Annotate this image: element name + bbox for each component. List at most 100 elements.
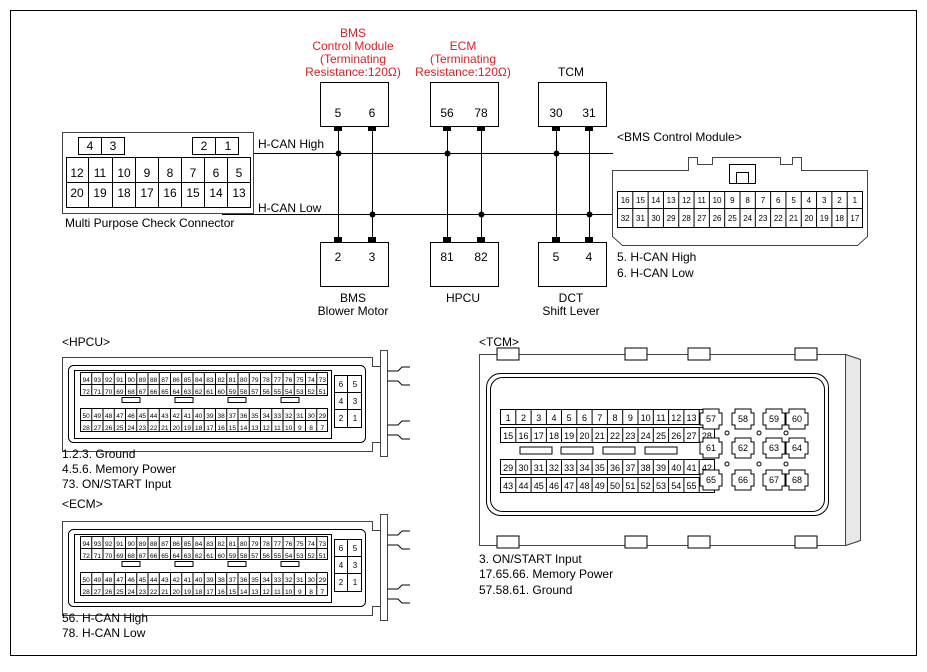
hpcu-pin: 25 [116,425,124,432]
hpcu-pin: 80 [240,377,248,384]
blower-title-2: Blower Motor [318,304,389,318]
hpcu-pin: 20 [172,425,180,432]
bms-title-3: (Terminating [320,52,386,66]
tcm-big-pin: 59 [769,414,779,424]
hpcu-pin: 45 [139,413,147,420]
mpc-pin: 15 [186,186,200,200]
hpcu-pin: 41 [184,413,192,420]
bms-connector-pin: 5 [791,196,796,205]
hpcu-pin: 71 [94,389,102,396]
bms-connector-pin: 24 [743,214,752,223]
hpcu-pin: 60 [217,389,225,396]
ecm-pin: 47 [116,577,124,584]
hpcu-pin: 63 [184,389,192,396]
hpcu-pin: 23 [139,425,147,432]
bms-control-module: BMS Control Module (Terminating Resistan… [305,26,401,127]
ecm-pin: 8 [309,589,313,596]
mpc-pin: 8 [167,166,174,180]
ecm-side-pin: 4 [339,561,344,570]
hpcu-pin: 69 [116,389,124,396]
tcm-big-pin: 61 [706,443,716,453]
hpcu-pin: 76 [285,377,293,384]
ecm-side-pin: 5 [353,544,358,553]
hpcu-pin: 89 [139,377,147,384]
tcm-pin: 24 [641,431,651,441]
tcm-pin: 16 [518,431,528,441]
bms-connector-pin: 32 [621,214,630,223]
tcm-pin: 31 [534,463,544,473]
hpcu-pin: 17 [206,425,214,432]
ecm-side-pin: 3 [353,561,358,570]
tcm-pin: 48 [579,481,589,491]
hpcu-pin: 64 [172,389,180,396]
bms-connector-title: <BMS Control Module> [617,130,742,144]
ecm-pin: 34 [262,577,270,584]
ecm-pin: 28 [82,589,90,596]
tcm-pin: 44 [518,481,528,491]
hpcu-pin: 53 [296,389,304,396]
ecm-pin: 31 [296,577,304,584]
hpcu-pin: 49 [94,413,102,420]
hpcu-pin: 38 [217,413,225,420]
hpcu-pin: 65 [161,389,169,396]
mpc-pin: 4 [87,139,94,153]
tcm-pin: 22 [610,431,620,441]
bms-note-2: 6. H-CAN Low [617,266,694,280]
ecm-pin: 21 [161,589,169,596]
ecm-pin: 19 [184,589,192,596]
hpcu-pin: 51 [319,389,327,396]
tcm-pin: 40 [671,463,681,473]
ecm-pin: 84 [195,541,203,548]
ecm-side-pin: 6 [339,544,344,553]
hpcu-pin: 82 [217,377,225,384]
hpcu-pin: 26 [105,425,113,432]
hpcu-pin: 56 [262,389,270,396]
tcm-pin: 49 [595,481,605,491]
hpcu-pin: 18 [195,425,203,432]
mpc-pin: 20 [70,186,84,200]
hpcu-module: 81 82 HPCU [430,242,499,305]
tcm-pin: 20 [579,431,589,441]
bms-connector-pin: 21 [789,214,798,223]
tcm-pin: 18 [549,431,559,441]
ecm-pin: 24 [127,589,135,596]
hpcu-pin: 21 [161,425,169,432]
tcm-pin: 3 [536,413,541,423]
ecm-pin: 15 [229,589,237,596]
ecm-pin: 86 [172,541,180,548]
bms-connector-face: <BMS Control Module> 1632153114301329122… [612,130,868,246]
tcm-pin: 7 [597,413,602,423]
dct-shift-lever: 5 4 DCT Shift Lever [538,242,607,318]
tcm-pin: 52 [641,481,651,491]
ecm-pin: 22 [150,589,158,596]
ecm-module: ECM (Terminating Resistance:120Ω) 56 78 [415,39,511,127]
hpcu-pin: 50 [82,413,90,420]
tcm-pin: 47 [564,481,574,491]
ecm-pin: 51 [319,553,327,560]
ecm-pin: 78 [262,541,270,548]
bms-connector-pin: 26 [713,214,722,223]
tcm-big-pin: 62 [738,443,748,453]
ecm-box [430,82,499,127]
mpc-pin: 19 [93,186,107,200]
tcm-title: TCM [558,65,584,79]
tcm-pin: 9 [628,413,633,423]
bms-connector-pin: 18 [835,214,844,223]
h-can-low-label: H-CAN Low [258,201,322,215]
tcm-pin: 25 [656,431,666,441]
bms-connector-pin: 25 [728,214,737,223]
ecm-pin: 20 [172,589,180,596]
hpcu-pin: 33 [274,413,282,420]
hpcu-pin: 8 [309,425,313,432]
hpcu-pin: 12 [262,425,270,432]
hpcu-note-2: 4.5.6. Memory Power [62,462,176,476]
dct-pin-5: 5 [553,250,560,264]
tcm-pin: 30 [518,463,528,473]
ecm-pin: 50 [82,577,90,584]
hpcu-note-3: 73. ON/START Input [62,477,172,491]
hpcu-pin: 37 [229,413,237,420]
ecm-pin: 72 [82,553,90,560]
hpcu-pin: 35 [251,413,259,420]
blower-title-1: BMS [340,291,366,305]
